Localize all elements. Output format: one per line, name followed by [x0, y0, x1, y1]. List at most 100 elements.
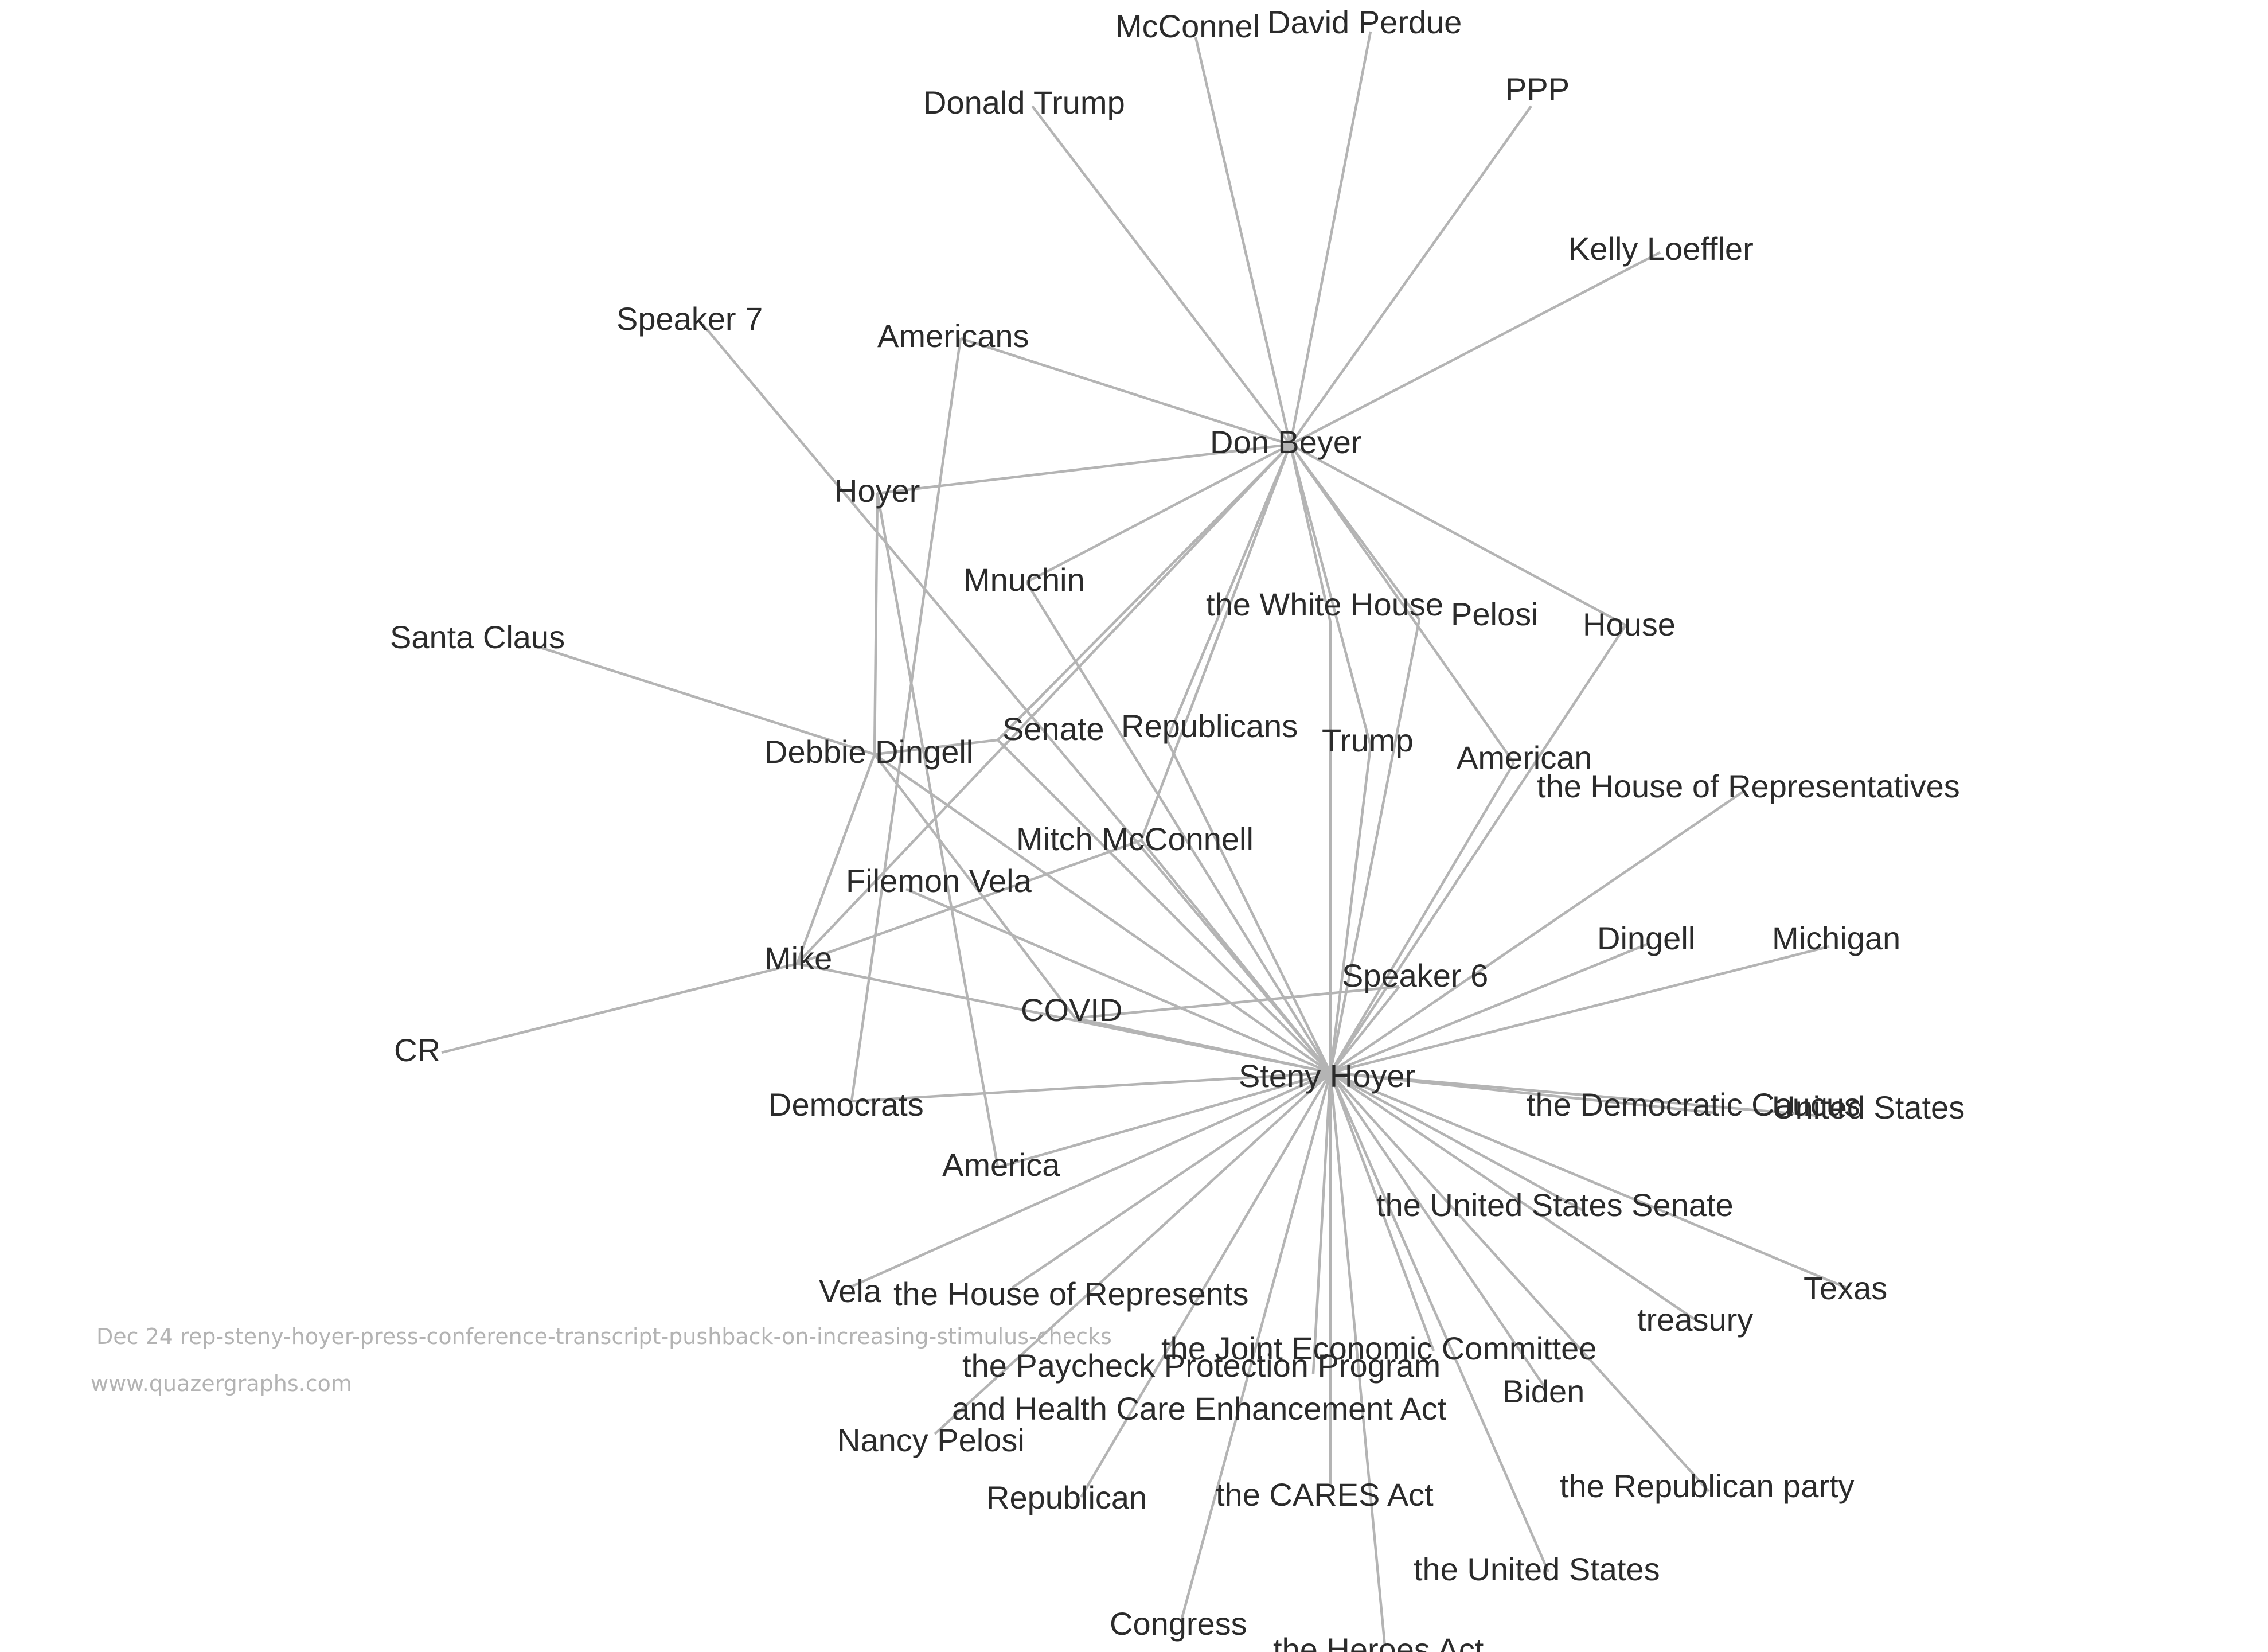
edge-house-steny	[1329, 624, 1627, 1074]
edge-beyer-trump_d	[1031, 105, 1291, 446]
node-label-the-joint-economic-committee: the Joint Economic Committee	[1161, 1330, 1596, 1366]
edge-beyer-americans	[960, 337, 1291, 446]
node-label-hoyer: Hoyer	[834, 473, 920, 509]
edge-pelosi-steny	[1329, 619, 1421, 1073]
edge-beyer-hoyer	[877, 443, 1291, 495]
edge-senate-debbie	[874, 738, 998, 756]
edge-beyer-mike	[796, 443, 1291, 965]
node-label-republican: Republican	[986, 1479, 1147, 1515]
edge-speaker7-steny	[701, 323, 1332, 1074]
node-label-mike: Mike	[764, 940, 832, 976]
graph-edges	[441, 31, 1847, 1647]
node-label-donald-trump: Donald Trump	[923, 84, 1125, 120]
edge-michigan-steny	[1330, 945, 1830, 1074]
node-label-speaker-7: Speaker 7	[616, 301, 763, 337]
node-label-house: House	[1583, 606, 1676, 642]
node-label-senate: Senate	[1002, 711, 1104, 747]
edge-republicans-steny	[1165, 739, 1332, 1073]
node-label-america: America	[942, 1147, 1060, 1183]
edge-debbie-mike	[795, 754, 876, 964]
edge-filemon-steny	[905, 887, 1331, 1074]
edge-mnuchin-steny	[1025, 581, 1332, 1074]
edge-debbie-covid	[873, 753, 1076, 1019]
node-label-treasury: treasury	[1637, 1302, 1753, 1338]
edge-speaker6-steny	[1329, 985, 1400, 1074]
edge-mike-cr	[441, 962, 798, 1054]
node-label-americans: Americans	[877, 318, 1029, 354]
edge-covid-steny	[1075, 1016, 1331, 1074]
edge-beyer-trump	[1289, 444, 1372, 746]
edge-hor-steny	[1329, 790, 1744, 1074]
edge-beyer-house	[1289, 443, 1627, 626]
edge-beyer-american	[1289, 443, 1515, 764]
edge-vela-steny	[848, 1071, 1331, 1289]
edge-santa-debbie	[533, 644, 875, 756]
edge-speaker6-covid	[1075, 985, 1400, 1020]
edge-house_reps-steny	[1011, 1072, 1332, 1289]
edge-beyer-perdue	[1289, 31, 1372, 445]
node-label-dingell: Dingell	[1597, 920, 1695, 956]
node-label-ppp: PPP	[1505, 71, 1570, 107]
node-label-the-house-of-represents: the House of Represents	[893, 1276, 1248, 1312]
node-label-vela: Vela	[819, 1273, 882, 1309]
node-label-santa-claus: Santa Claus	[390, 619, 565, 655]
node-label-biden: Biden	[1502, 1373, 1584, 1409]
node-label-mitch-mcconnell: Mitch McConnell	[1016, 821, 1254, 857]
node-label-mnuchin: Mnuchin	[963, 562, 1085, 598]
edge-beyer-mcconnel	[1194, 37, 1292, 445]
edge-democrats-steny	[851, 1071, 1331, 1103]
edge-beyer-republicans	[1165, 444, 1292, 741]
edge-beyer-loeffler	[1289, 251, 1661, 446]
site-watermark: www.quazergraphs.com	[91, 1371, 352, 1396]
node-label-american: American	[1457, 739, 1592, 776]
edge-congress-steny	[1180, 1072, 1332, 1621]
node-label-the-republican-party: the Republican party	[1560, 1468, 1855, 1504]
node-label-the-white-house: the White House	[1206, 586, 1443, 622]
node-label-mcconnel: McConnel	[1115, 8, 1260, 44]
edge-rep_party-steny	[1329, 1072, 1710, 1493]
edge-texas-steny	[1330, 1071, 1847, 1289]
node-label-debbie-dingell: Debbie Dingell	[764, 734, 973, 770]
edge-dingell-steny	[1330, 942, 1649, 1074]
edge-republican-steny	[1080, 1072, 1332, 1498]
node-label-texas: Texas	[1804, 1270, 1887, 1306]
edge-us_right-steny	[1330, 1071, 1818, 1117]
edge-american-steny	[1329, 762, 1515, 1074]
node-label-filemon-vela: Filemon Vela	[846, 863, 1032, 899]
node-label-cr: CR	[394, 1032, 440, 1068]
node-label-the-united-states-senate: the United States Senate	[1376, 1187, 1734, 1223]
edge-beyer-senate	[997, 443, 1291, 741]
edge-nancy-steny	[934, 1072, 1332, 1435]
node-label-congress: Congress	[1110, 1606, 1247, 1642]
node-label-david-perdue: David Perdue	[1267, 4, 1462, 40]
node-label-speaker-6: Speaker 6	[1342, 957, 1488, 993]
edge-mitch-steny	[1140, 839, 1332, 1074]
edge-treasury-steny	[1329, 1072, 1696, 1320]
node-label-covid: COVID	[1021, 992, 1122, 1028]
node-label-nancy-pelosi: Nancy Pelosi	[837, 1422, 1025, 1458]
node-label-republicans: Republicans	[1121, 708, 1298, 744]
edge-jec-steny	[1329, 1072, 1435, 1351]
edge-america-steny	[997, 1071, 1331, 1169]
node-label-the-paycheck-protection-program: the Paycheck Protection Program	[962, 1347, 1441, 1384]
node-label-steny-hoyer: Steny Hoyer	[1239, 1058, 1415, 1094]
node-label-united-states: United States	[1772, 1089, 1965, 1125]
edge-beyer-mnuchin	[1025, 443, 1291, 583]
edge-biden-steny	[1329, 1072, 1547, 1389]
node-label-kelly-loeffler: Kelly Loeffler	[1568, 231, 1754, 267]
node-label-and-health-care-enhancement-act: and Health Care Enhancement Act	[952, 1390, 1447, 1427]
edge-us-steny	[1329, 1072, 1550, 1572]
edge-hoyer-america	[876, 493, 1000, 1168]
edge-mitch-mike	[797, 839, 1142, 965]
edge-us_senate-steny	[1329, 1072, 1584, 1211]
node-label-trump: Trump	[1322, 722, 1414, 758]
node-label-democrats: Democrats	[768, 1086, 924, 1123]
graph-source-caption: Dec 24 rep-steny-hoyer-press-conference-…	[96, 1324, 1112, 1349]
edge-senate-steny	[997, 739, 1332, 1074]
edge-debbie-steny	[873, 753, 1332, 1074]
node-label-the-cares-act: the CARES Act	[1216, 1476, 1434, 1513]
edge-heroes-steny	[1329, 1072, 1387, 1647]
edge-hoyer-debbie	[873, 493, 879, 755]
edge-beyer-mitch	[1139, 444, 1292, 841]
